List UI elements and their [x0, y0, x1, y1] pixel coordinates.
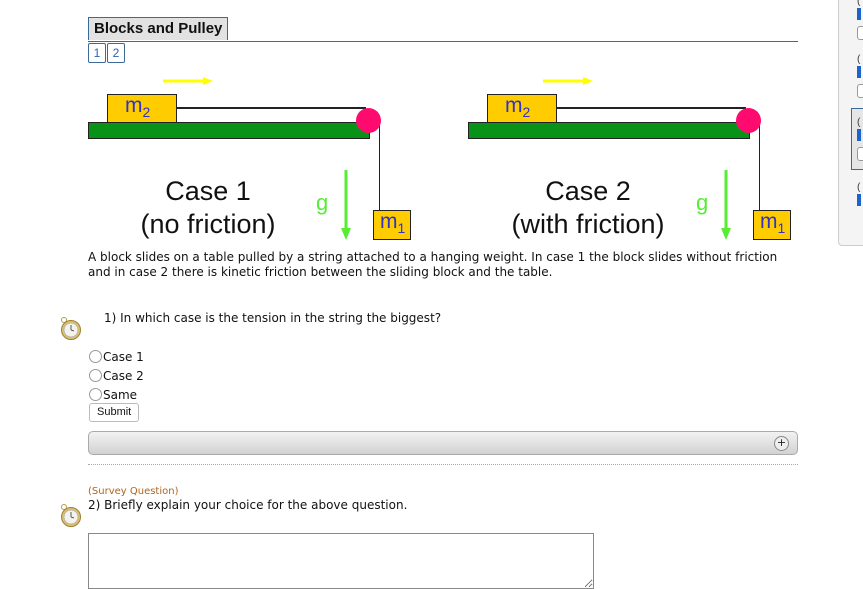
status-checkbox	[857, 84, 863, 98]
block-m1: m1	[373, 210, 411, 240]
navigator-item[interactable]: (	[857, 118, 863, 161]
problem-description: A block slides on a table pulled by a st…	[88, 250, 778, 279]
gravity-label: g	[696, 190, 709, 215]
motion-arrow-icon	[163, 77, 213, 85]
navigator-item[interactable]: (	[857, 0, 863, 40]
divider	[88, 464, 798, 465]
hanging-string	[759, 122, 760, 218]
option-same[interactable]: Same	[89, 385, 144, 404]
question-navigator-panel: ( ( ( (	[838, 0, 863, 246]
mass-label: m	[125, 94, 143, 117]
navigator-item[interactable]: (	[857, 55, 863, 98]
radio-button[interactable]	[89, 350, 102, 363]
motion-arrow-icon	[543, 77, 593, 85]
plus-icon[interactable]: +	[774, 436, 789, 451]
case-subtitle: (with friction)	[511, 209, 665, 239]
question-1-text: 1) In which case is the tension in the s…	[104, 311, 442, 325]
option-label: Case 2	[103, 368, 144, 383]
case-title: Case 1	[165, 176, 251, 206]
status-checkbox	[857, 147, 863, 161]
option-case-1[interactable]: Case 1	[89, 347, 144, 366]
question-2-text: 2) Briefly explain your choice for the a…	[88, 498, 408, 512]
case-subtitle: (no friction)	[140, 209, 276, 239]
navigator-item[interactable]: (	[857, 183, 863, 206]
submit-button[interactable]: Submit	[89, 403, 140, 422]
diagram-case-2: m2 Case 2 (with friction) g m1	[468, 70, 808, 245]
page-title: Blocks and Pulley	[88, 17, 229, 40]
option-case-2[interactable]: Case 2	[89, 366, 144, 385]
table-surface	[468, 122, 750, 139]
case-label: Case 1 (no friction)	[128, 175, 288, 241]
diagram-case-1: m2 Case 1 (no friction) g m1	[88, 70, 428, 245]
stopwatch-icon	[61, 504, 81, 527]
page-1-button[interactable]: 1	[88, 43, 106, 63]
pulley	[356, 108, 381, 133]
mass-subscript: 2	[142, 104, 151, 121]
mass-subscript: 1	[397, 220, 406, 237]
mass-label: m	[380, 210, 398, 233]
page-navigation: 1 2	[88, 43, 126, 63]
radio-button[interactable]	[89, 388, 102, 401]
gravity-arrow-icon	[721, 170, 731, 240]
status-checkbox	[857, 26, 863, 40]
mass-subscript: 2	[522, 104, 531, 121]
gravity-label: g	[316, 190, 329, 215]
option-label: Case 1	[103, 349, 144, 364]
feedback-panel-toggle[interactable]: +	[88, 431, 798, 455]
mass-label: m	[760, 210, 778, 233]
gravity-arrow-icon	[341, 170, 351, 240]
table-surface	[88, 122, 370, 139]
case-title: Case 2	[545, 176, 631, 206]
string	[176, 107, 366, 109]
radio-button[interactable]	[89, 369, 102, 382]
stopwatch-icon	[61, 317, 81, 340]
survey-question-tag: (Survey Question)	[88, 486, 179, 497]
block-m2: m2	[107, 94, 177, 124]
answer-options: Case 1 Case 2 Same	[89, 347, 144, 404]
mass-subscript: 1	[777, 220, 786, 237]
page-2-button[interactable]: 2	[107, 43, 125, 63]
case-label: Case 2 (with friction)	[498, 175, 678, 241]
assignment-header: Blocks and Pulley	[88, 17, 798, 42]
option-label: Same	[103, 387, 138, 402]
block-m1: m1	[753, 210, 791, 240]
mass-label: m	[505, 94, 523, 117]
hanging-string	[379, 122, 380, 218]
block-m2: m2	[487, 94, 557, 124]
string	[556, 107, 746, 109]
pulley	[736, 108, 761, 133]
explanation-textarea[interactable]	[88, 533, 594, 589]
